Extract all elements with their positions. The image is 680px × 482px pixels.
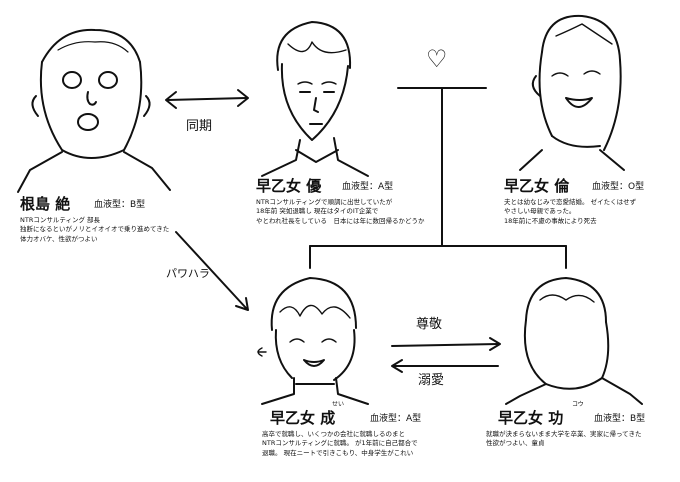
sonkei-arrow (391, 337, 501, 351)
rin-description: 夫とは幼なじみで恋愛結婚。 ゼイたくはせず やさしい母親であった。 18年前に不… (504, 198, 670, 226)
ko-ruby: コウ (572, 401, 584, 408)
sei-ruby: せい (332, 401, 345, 408)
ko-desc-line: 性欲がつよい、童貞 (486, 439, 545, 448)
sei-desc-line: 高卒で就職し、いくつかの会社に就職しるのまと (262, 430, 405, 438)
sei-portrait (257, 277, 369, 405)
marriage-line (309, 87, 567, 269)
nemoto-portrait (17, 28, 171, 193)
doki-label: 同期 (186, 119, 213, 134)
nemoto-description: NTRコンサルティング 部長 独断になるといがノリとイオイオで乗り進めてきた 体… (20, 216, 170, 244)
sei-desc-line: NTRコンサルティングに就職。 が1年前に自己都合で (262, 439, 418, 448)
ko-name: 早乙女 功 (498, 409, 564, 427)
nemoto-desc-line: 独断になるといがノリとイオイオで乗り進めてきた (20, 225, 170, 234)
ko-desc-line: 就職が決まらないまま大学を卒業、実家に帰ってきた (486, 430, 642, 438)
yu-blood: 血液型：A型 (342, 182, 394, 192)
rin-name: 早乙女 倫 (504, 177, 570, 195)
ko-blood: 血液型：B型 (594, 414, 646, 424)
yu-desc-line: 18年前 突如退職し 現在はタイのIT企業で (256, 207, 379, 216)
heart-icon: ♡ (426, 45, 448, 73)
ko-description: 就職が決まらないまま大学を卒業、実家に帰ってきた 性欲がつよい、童貞 (486, 430, 672, 449)
sei-blood: 血液型：A型 (370, 414, 422, 424)
ko-portrait (505, 277, 643, 405)
sei-name: 早乙女 成 (270, 409, 336, 427)
rin-desc-line: 夫とは幼なじみで恋愛結婚。 ゼイたくはせず (504, 198, 637, 206)
sei-desc-line: 退職。 現在ニートで引きこもり、中身学生がこれい (262, 448, 414, 457)
nemoto-name: 根島 絶 (20, 195, 71, 213)
nemoto-desc-line: 体力オバケ、性欲がつよい (20, 234, 98, 243)
nemoto-blood: 血液型：B型 (94, 200, 146, 210)
rin-desc-line: やさしい母親であった。 (504, 207, 576, 216)
dekiai-label: 溺愛 (418, 373, 445, 388)
yu-desc-line: NTRコンサルティングで順調に出世していたが (256, 198, 393, 206)
pawahara-arrow (175, 231, 249, 311)
nemoto-desc-line: NTRコンサルティング 部長 (20, 216, 101, 224)
yu-name: 早乙女 優 (256, 177, 322, 195)
yu-description: NTRコンサルティングで順調に出世していたが 18年前 突如退職し 現在はタイの… (256, 198, 436, 226)
yu-portrait (261, 21, 369, 177)
rin-desc-line: 18年前に不慮の事故により死去 (504, 216, 597, 225)
yu-desc-line: やとわれ社長をしている 日本には年に数回帰るかどうか (256, 216, 425, 225)
sonkei-label: 尊敬 (416, 317, 443, 332)
rin-blood: 血液型：O型 (592, 182, 645, 192)
doki-arrow (165, 89, 249, 109)
dekiai-arrow (391, 359, 499, 373)
sei-description: 高卒で就職し、いくつかの会社に就職しるのまと NTRコンサルティングに就職。 が… (262, 430, 462, 458)
rin-portrait (519, 14, 625, 171)
pawahara-label: パワハラ (166, 267, 210, 280)
